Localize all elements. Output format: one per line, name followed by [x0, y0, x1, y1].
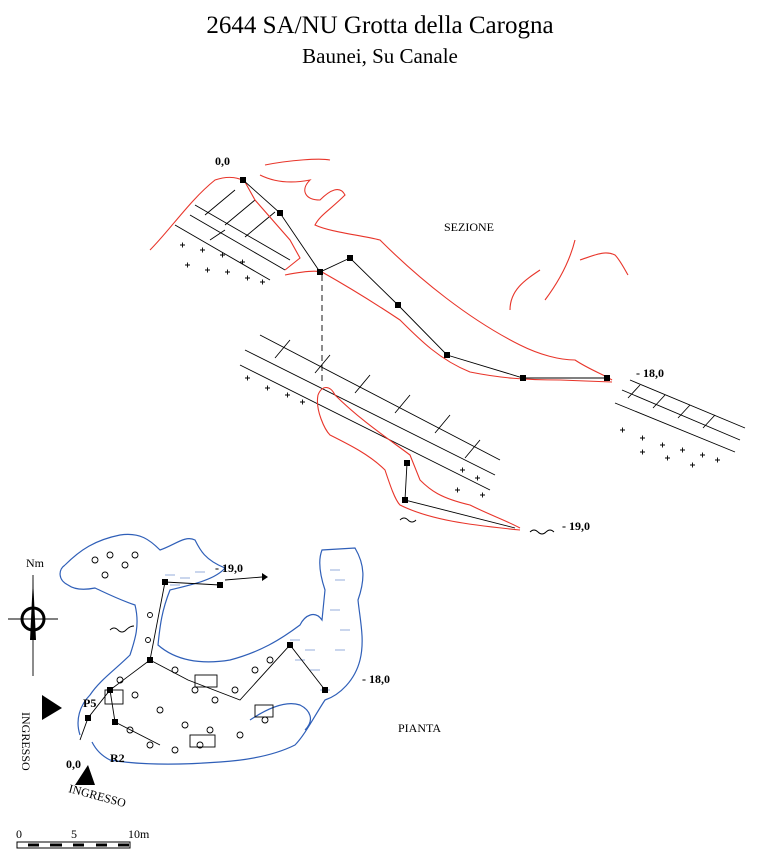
- section-depth-lower: - 19,0: [562, 519, 590, 533]
- boulders: [91, 551, 274, 754]
- plan-start-label: 0,0: [66, 757, 81, 771]
- entrance-label-2: INGRESSO: [67, 781, 128, 810]
- survey-line-plan: [79, 579, 328, 746]
- plan-depth-north: - 19,0: [215, 561, 243, 575]
- map-subtitle: Baunei, Su Canale: [302, 44, 458, 68]
- right-strata: [614, 379, 746, 468]
- survey-line-upper: [240, 177, 610, 381]
- entrance-label-1: INGRESSO: [19, 712, 33, 771]
- section-floor-upper: [284, 270, 613, 383]
- scale-tick-0: 0: [16, 827, 22, 841]
- scale-tick-5: 5: [71, 827, 77, 841]
- entrance-marker-1: [42, 695, 62, 720]
- section-wall-upper: [149, 158, 613, 381]
- plan-view: INGRESSO INGRESSO P5 R2 0,0 - 19,0 - 18,…: [19, 533, 441, 810]
- plan-depth-east: - 18,0: [362, 672, 390, 686]
- survey-line-lower: [402, 460, 516, 529]
- water-pools: [165, 569, 350, 691]
- r2-label: R2: [110, 751, 125, 765]
- plan-wall: [64, 533, 364, 765]
- section-view: 0,0 SEZIONE - 18,0 - 19,0: [149, 154, 746, 535]
- section-wall-lower: [317, 386, 521, 529]
- scale-tick-10: 10m: [128, 827, 150, 841]
- section-depth-upper: - 18,0: [636, 366, 664, 380]
- lower-strata: [239, 334, 501, 498]
- section-title: SEZIONE: [444, 220, 494, 234]
- plan-title: PIANTA: [398, 721, 441, 735]
- north-arrow: Nm: [8, 556, 58, 676]
- upper-strata: [174, 189, 291, 281]
- upper-crosses: [180, 242, 265, 285]
- scale-bar: 0 5 10m: [16, 827, 150, 849]
- entrance-marker-2: [75, 765, 95, 785]
- map-title: 2644 SA/NU Grotta della Carogna: [206, 12, 554, 39]
- section-start-label: 0,0: [215, 154, 230, 168]
- north-label: Nm: [26, 556, 45, 570]
- p5-label: P5: [83, 696, 96, 710]
